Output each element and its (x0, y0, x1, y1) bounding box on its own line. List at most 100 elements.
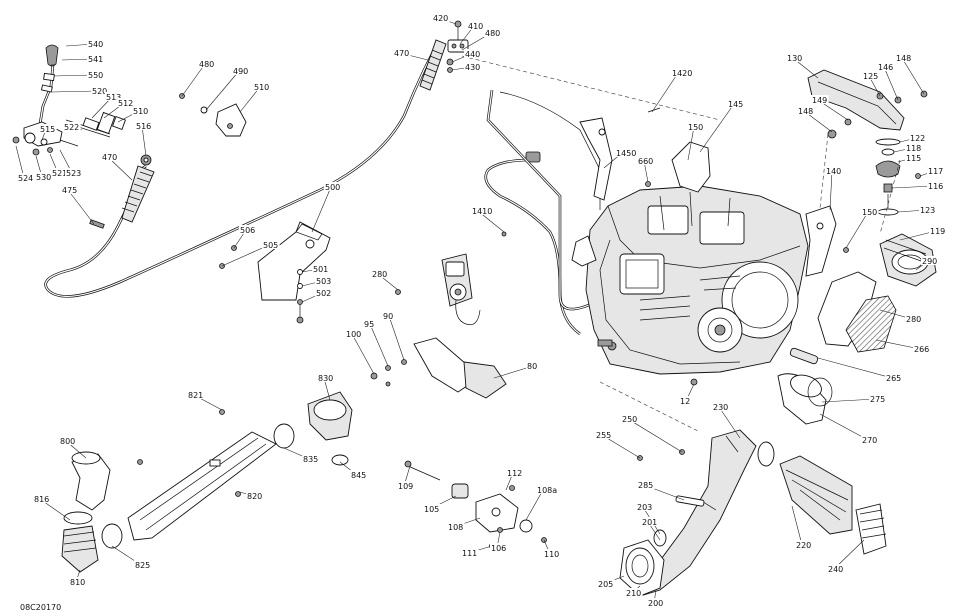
callout-number: 470 (102, 153, 117, 162)
callout-label-bg (885, 373, 903, 382)
callout-label-bg (51, 168, 69, 177)
callout-number: 475 (62, 186, 77, 195)
callout-label-bg (712, 402, 730, 411)
callout-leader-line (141, 125, 147, 157)
callout-number: 95 (364, 320, 374, 329)
callout-number: 80 (527, 362, 537, 371)
shift-lever-assembly (12, 44, 152, 166)
callout-label-bg (506, 468, 524, 477)
callout-number: 230 (713, 403, 728, 412)
callout-number: 118 (906, 144, 921, 153)
callout-number: 125 (863, 72, 878, 81)
callout-label-bg (786, 53, 804, 62)
callout-leader-line (221, 244, 270, 267)
callout-label-bg (87, 39, 105, 48)
callout-number: 149 (812, 96, 827, 105)
callout-number: 220 (796, 541, 811, 550)
callout-number: 480 (199, 60, 214, 69)
callout-leader-line (15, 145, 25, 179)
callout-label-bg (671, 68, 694, 77)
callout-label-bg (636, 502, 654, 511)
callout-number: 117 (928, 167, 943, 176)
callout-label-bg (91, 86, 109, 95)
callout-leader-line (205, 70, 240, 111)
callout-label-bg (647, 598, 665, 607)
callout-number: 265 (886, 374, 901, 383)
callout-number: 130 (787, 54, 802, 63)
callout-number: 290 (922, 257, 937, 266)
callout-number: 825 (135, 561, 150, 570)
callout-label-bg (687, 122, 705, 131)
callout-leader-line (819, 413, 869, 441)
callout-label-bg (861, 435, 879, 444)
callout-label-bg (679, 396, 692, 405)
callout-label-bg (827, 564, 845, 573)
callout-label-bg (132, 106, 150, 115)
callout-number: 90 (383, 312, 393, 321)
callout-label-bg (895, 53, 913, 62)
callout-label-bg (909, 133, 927, 142)
callout-label-bg (315, 276, 333, 285)
callout-label-bg (811, 95, 829, 104)
callout-label-bg (393, 48, 411, 57)
callout-label-bg (727, 99, 745, 108)
callout-label-bg (239, 225, 257, 234)
callout-label-bg (324, 182, 342, 191)
callout-number: 800 (60, 437, 75, 446)
callout-label-bg (397, 481, 415, 490)
callout-leader-line (369, 323, 389, 367)
callout-label-bg (877, 62, 895, 71)
sensor-module (395, 253, 481, 326)
intake-adapter-830 (273, 391, 353, 466)
callout-number: 810 (70, 578, 85, 587)
callout-number: 123 (920, 206, 935, 215)
callout-label-bg (87, 70, 105, 79)
callout-label-bg (317, 373, 335, 382)
callout-label-bg (447, 522, 465, 531)
callout-number: 420 (433, 14, 448, 23)
callout-number: 660 (638, 157, 653, 166)
callout-number: 100 (346, 330, 361, 339)
callout-label-bg (471, 206, 494, 215)
callout-label-bg (302, 454, 320, 463)
callout-number: 205 (598, 580, 613, 589)
callout-label-bg (637, 156, 655, 165)
callout-number: 150 (862, 208, 877, 217)
callout-label-bg (825, 166, 843, 175)
callout-leader-line (875, 339, 921, 350)
callout-label-bg (345, 329, 363, 338)
callout-number: 200 (648, 599, 663, 608)
callout-leader-line (791, 505, 803, 546)
callout-label-bg (641, 517, 659, 526)
callout-number: 210 (626, 589, 641, 598)
callout-number: 250 (622, 415, 637, 424)
callout-number: 522 (64, 123, 79, 132)
callout-label-bg (101, 152, 119, 161)
engine-block (571, 185, 809, 386)
callout-leader-line (67, 189, 95, 225)
callout-number: 505 (263, 241, 278, 250)
callout-number: 524 (18, 174, 33, 183)
callout-label-bg (467, 21, 485, 30)
callout-label-bg (39, 124, 57, 133)
callout-leader-line (883, 66, 899, 101)
callout-number: 280 (906, 315, 921, 324)
callout-number: 112 (507, 469, 522, 478)
callout-leader-line (845, 211, 869, 249)
callout-number: 480 (485, 29, 500, 38)
callout-number: 145 (728, 100, 743, 109)
callout-number: 541 (88, 55, 103, 64)
callout-number: 150 (688, 123, 703, 132)
callout-number: 240 (828, 565, 843, 574)
callout-label-bg (913, 344, 931, 353)
air-intake-boot-800 (71, 451, 111, 511)
callout-label-bg (232, 66, 250, 75)
callout-number: 530 (36, 173, 51, 182)
callout-number: 255 (596, 431, 611, 440)
callout-label-bg (861, 207, 879, 216)
callout-label-bg (65, 168, 83, 177)
callout-label-bg (198, 59, 216, 68)
callout-number: 515 (40, 125, 55, 134)
callout-leader-line (627, 418, 683, 453)
callout-number: 512 (118, 99, 133, 108)
